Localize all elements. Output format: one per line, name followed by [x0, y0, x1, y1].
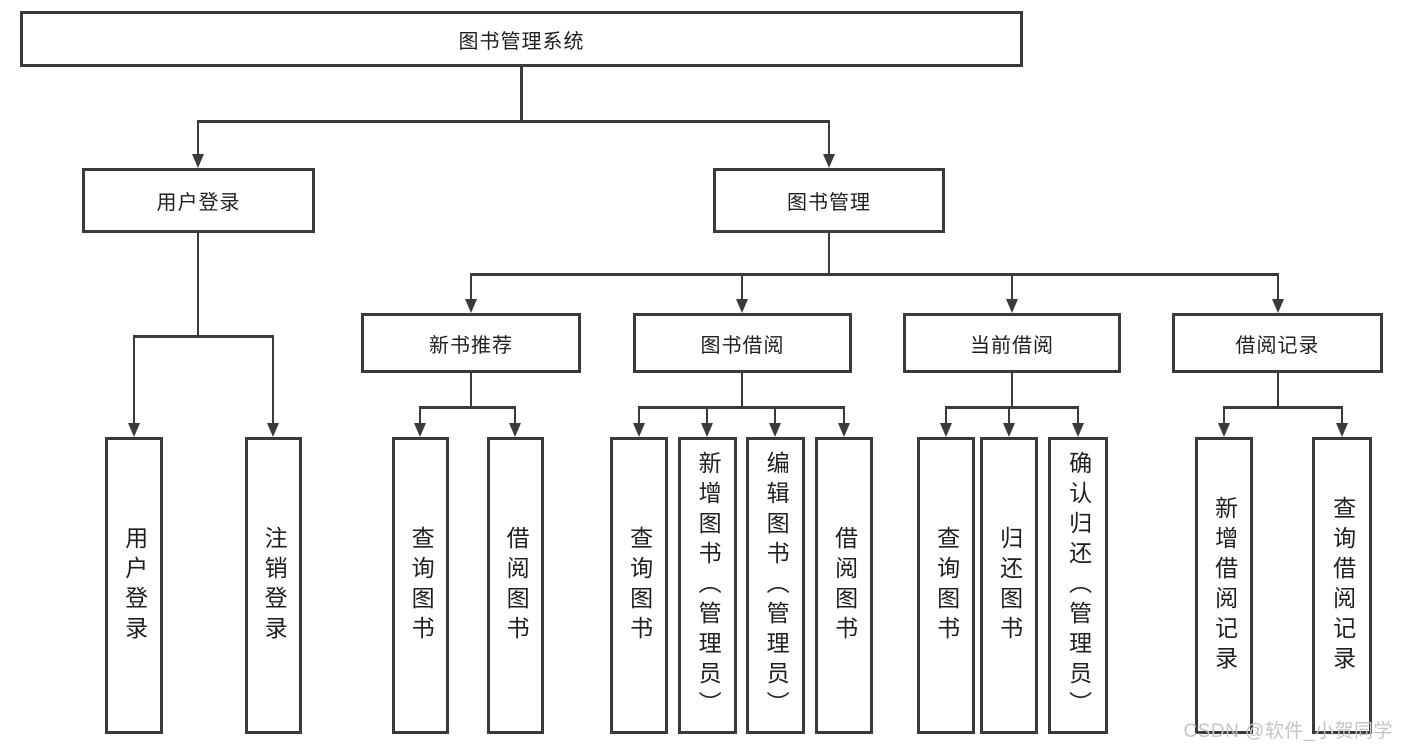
arrow-down-icon — [823, 154, 835, 168]
node-label: 借阅图书 — [503, 525, 530, 646]
connector-line — [1276, 373, 1280, 406]
node-leaf-confirm-return-admin: 确认归还（管理员） — [1048, 437, 1108, 734]
connector-line — [196, 120, 831, 123]
connector-line — [1222, 406, 1344, 409]
node-leaf-return-book: 归还图书 — [980, 437, 1038, 734]
arrow-down-icon — [1218, 423, 1230, 437]
connector-line — [1076, 406, 1080, 425]
arrow-down-icon — [267, 423, 279, 437]
node-label: 用户登录 — [156, 192, 241, 214]
node-leaf-query-book-current: 查询图书 — [917, 437, 975, 734]
arrow-down-icon — [769, 423, 781, 437]
connector-line — [1010, 373, 1014, 406]
arrow-down-icon — [1003, 423, 1015, 437]
arrow-down-icon — [1072, 423, 1084, 437]
node-label: 当前借阅 — [970, 334, 1054, 357]
node-leaf-query-book-recommend: 查询图书 — [392, 437, 449, 734]
connector-line — [637, 406, 641, 425]
connector-line — [1222, 406, 1226, 425]
connector-line — [773, 406, 777, 425]
node-label: 新增借阅记录 — [1211, 495, 1238, 676]
node-label: 借阅图书 — [831, 525, 858, 646]
connector-line — [637, 406, 846, 409]
arrow-down-icon — [509, 423, 521, 437]
node-label: 查询图书 — [626, 525, 653, 646]
node-label: 查询借阅记录 — [1329, 495, 1356, 676]
connector-line — [705, 406, 709, 425]
node-leaf-query-borrow-record: 查询借阅记录 — [1312, 437, 1372, 734]
connector-line — [1010, 273, 1014, 301]
arrow-down-icon — [1272, 299, 1284, 313]
node-new-book-recommend: 新书推荐 — [361, 313, 581, 373]
arrow-down-icon — [940, 423, 952, 437]
node-user-login: 用户登录 — [82, 168, 315, 233]
node-label: 注销登录 — [261, 525, 288, 646]
connector-line — [1340, 406, 1344, 425]
node-label: 确认归还（管理员） — [1065, 450, 1092, 721]
arrow-down-icon — [1006, 299, 1018, 313]
arrow-down-icon — [465, 299, 477, 313]
arrow-down-icon — [1336, 423, 1348, 437]
connector-line — [418, 406, 517, 409]
node-borrowing-records: 借阅记录 — [1172, 313, 1383, 373]
connector-line — [469, 273, 473, 301]
node-label: 用户登录 — [121, 525, 148, 646]
node-label: 图书管理系统 — [458, 30, 585, 53]
node-book-borrowing: 图书借阅 — [633, 313, 852, 373]
connector-line — [469, 373, 473, 406]
arrow-down-icon — [192, 154, 204, 168]
connector-line — [132, 335, 275, 338]
node-label: 图书管理 — [787, 192, 871, 214]
connector-line — [1007, 406, 1011, 425]
arrow-down-icon — [838, 423, 850, 437]
node-label: 编辑图书（管理员） — [763, 450, 790, 721]
connector-line — [944, 406, 1080, 409]
connector-line — [520, 67, 523, 120]
arrow-down-icon — [414, 423, 426, 437]
connector-line — [944, 406, 948, 425]
node-leaf-logout: 注销登录 — [245, 437, 302, 734]
node-label: 归还图书 — [996, 525, 1023, 646]
arrow-down-icon — [128, 423, 140, 437]
connector-line — [842, 406, 846, 425]
node-label: 新书推荐 — [429, 334, 513, 357]
node-leaf-user-login: 用户登录 — [105, 437, 163, 734]
node-leaf-add-borrow-record: 新增借阅记录 — [1195, 437, 1253, 734]
connector-line — [469, 273, 1280, 276]
connector-line — [1276, 273, 1280, 301]
node-root: 图书管理系统 — [20, 11, 1023, 67]
arrow-down-icon — [701, 423, 713, 437]
node-leaf-borrow-book-recommend: 借阅图书 — [487, 437, 544, 734]
connector-line — [827, 120, 831, 156]
node-label: 借阅记录 — [1235, 334, 1320, 357]
node-current-borrowing: 当前借阅 — [903, 313, 1121, 373]
node-book-management: 图书管理 — [713, 168, 945, 233]
connector-line — [418, 406, 422, 425]
node-leaf-edit-book-admin: 编辑图书（管理员） — [746, 437, 805, 734]
connector-line — [513, 406, 517, 425]
connector-line — [196, 233, 200, 335]
node-leaf-add-book-admin: 新增图书（管理员） — [678, 437, 737, 734]
node-leaf-query-book-borrowing: 查询图书 — [610, 437, 668, 734]
connector-line — [740, 373, 744, 406]
node-label: 新增图书（管理员） — [695, 450, 722, 721]
watermark: CSDN @软件_小贺同学 — [1183, 721, 1393, 742]
arrow-down-icon — [633, 423, 645, 437]
connector-line — [827, 233, 831, 273]
arrow-down-icon — [736, 299, 748, 313]
connector-line — [196, 120, 200, 156]
connector-line — [132, 335, 136, 425]
node-label: 图书借阅 — [700, 334, 785, 357]
connector-line — [740, 273, 744, 301]
node-label: 查询图书 — [933, 525, 960, 646]
connector-line — [271, 335, 275, 425]
node-leaf-borrow-book-borrowing: 借阅图书 — [815, 437, 873, 734]
node-label: 查询图书 — [408, 525, 435, 646]
